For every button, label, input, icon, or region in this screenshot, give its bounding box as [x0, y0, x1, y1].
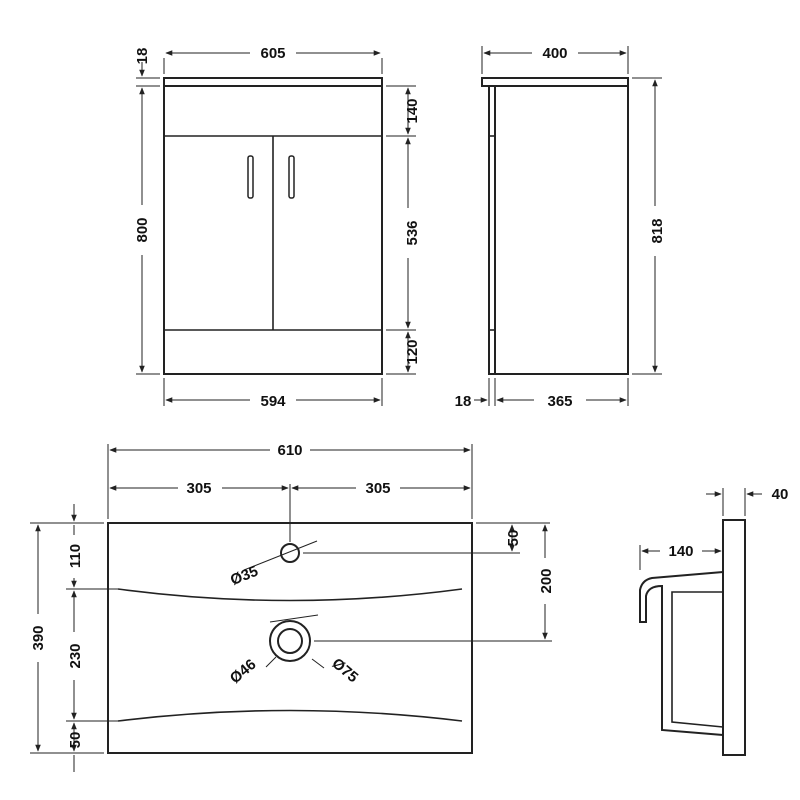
dim-half-left: 305 [186, 480, 211, 497]
dim-half-right: 305 [365, 480, 390, 497]
worktop-outline [163, 77, 383, 87]
dim-height: 800 [134, 217, 151, 242]
dim-waste-inner: Ø46 [227, 656, 260, 687]
basin-plan: 610 305 305 390 110 230 50 50 [30, 442, 555, 772]
dim-tap-edge: 50 [505, 530, 522, 547]
dim-door-thickness: 18 [455, 393, 472, 410]
door-handle-right [288, 155, 295, 199]
side-door [488, 85, 496, 375]
carcass-outline [163, 85, 383, 375]
basin-section: 40 140 [639, 486, 789, 756]
dim-door-height: 536 [404, 220, 421, 245]
dim-basin-width: 610 [277, 442, 302, 459]
dim-rim-thickness: 40 [772, 486, 789, 503]
dim-top-thickness: 18 [134, 48, 151, 65]
bowl-front-edge [117, 709, 463, 722]
waste-outer [269, 620, 311, 662]
bowl-back-edge [117, 588, 463, 602]
dim-top-width: 605 [260, 45, 285, 62]
side-worktop [481, 77, 629, 87]
side-view: 400 818 18 365 [455, 45, 666, 410]
dim-side-depth: 400 [542, 45, 567, 62]
dim-tap-hole: Ø35 [228, 563, 261, 589]
waste-inner [277, 628, 303, 654]
dim-tap-offset: 110 [67, 544, 84, 568]
dim-waste-outer: Ø75 [329, 655, 362, 686]
dim-section-depth: 140 [668, 543, 693, 560]
section-bowl-inner [671, 591, 724, 728]
dim-carcass-depth: 365 [547, 393, 572, 410]
dim-drawer-height: 140 [404, 98, 421, 123]
dim-basin-depth: 390 [30, 625, 47, 650]
side-carcass [494, 85, 629, 375]
dim-total-height: 818 [649, 218, 666, 243]
dim-front-lip: 50 [67, 732, 84, 749]
door-handle-left [247, 155, 254, 199]
dim-carcass-width: 594 [260, 393, 286, 410]
basin-outline [107, 522, 473, 754]
dim-bowl-depth: 230 [67, 643, 84, 668]
dim-plinth-height: 120 [404, 339, 421, 364]
dim-waste-offset: 200 [538, 568, 555, 593]
front-view: 605 18 800 140 536 120 594 [134, 45, 421, 410]
section-rim [722, 519, 746, 756]
section-bowl-outer [639, 571, 724, 736]
tap-hole [280, 543, 300, 563]
